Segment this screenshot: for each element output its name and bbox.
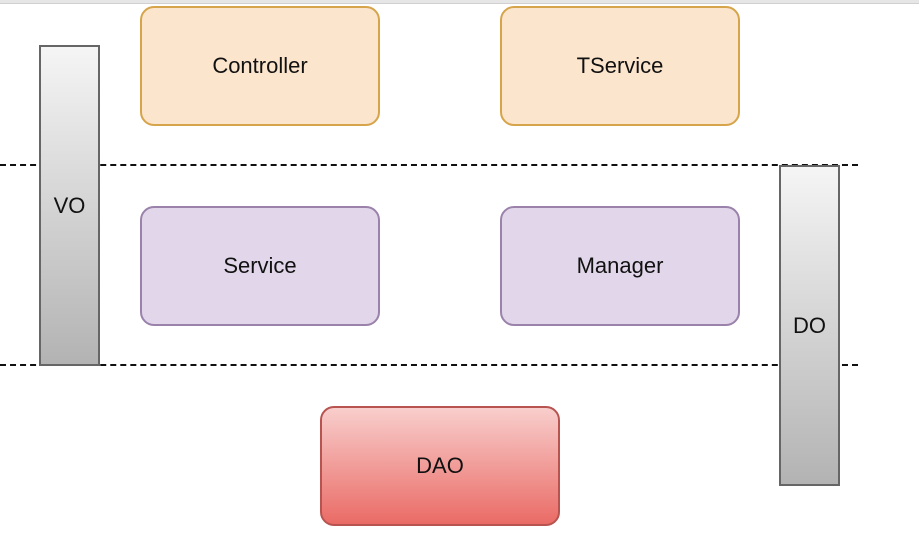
- service-label: Service: [223, 253, 297, 278]
- manager-box: Manager: [500, 206, 740, 326]
- do-label: DO: [793, 312, 826, 338]
- tservice-box: TService: [500, 6, 740, 126]
- top-border: [0, 0, 919, 4]
- vo-label: VO: [53, 192, 86, 218]
- layer-separator-upper: [0, 164, 858, 166]
- service-box: Service: [140, 206, 380, 326]
- do-object-bar: DO: [779, 165, 840, 486]
- vo-object-bar: VO: [39, 45, 100, 366]
- controller-label: Controller: [212, 53, 308, 78]
- dao-label: DAO: [416, 453, 464, 478]
- manager-label: Manager: [576, 253, 664, 278]
- layer-separator-lower: [0, 364, 858, 366]
- controller-box: Controller: [140, 6, 380, 126]
- tservice-label: TService: [576, 53, 664, 78]
- dao-box: DAO: [320, 406, 560, 526]
